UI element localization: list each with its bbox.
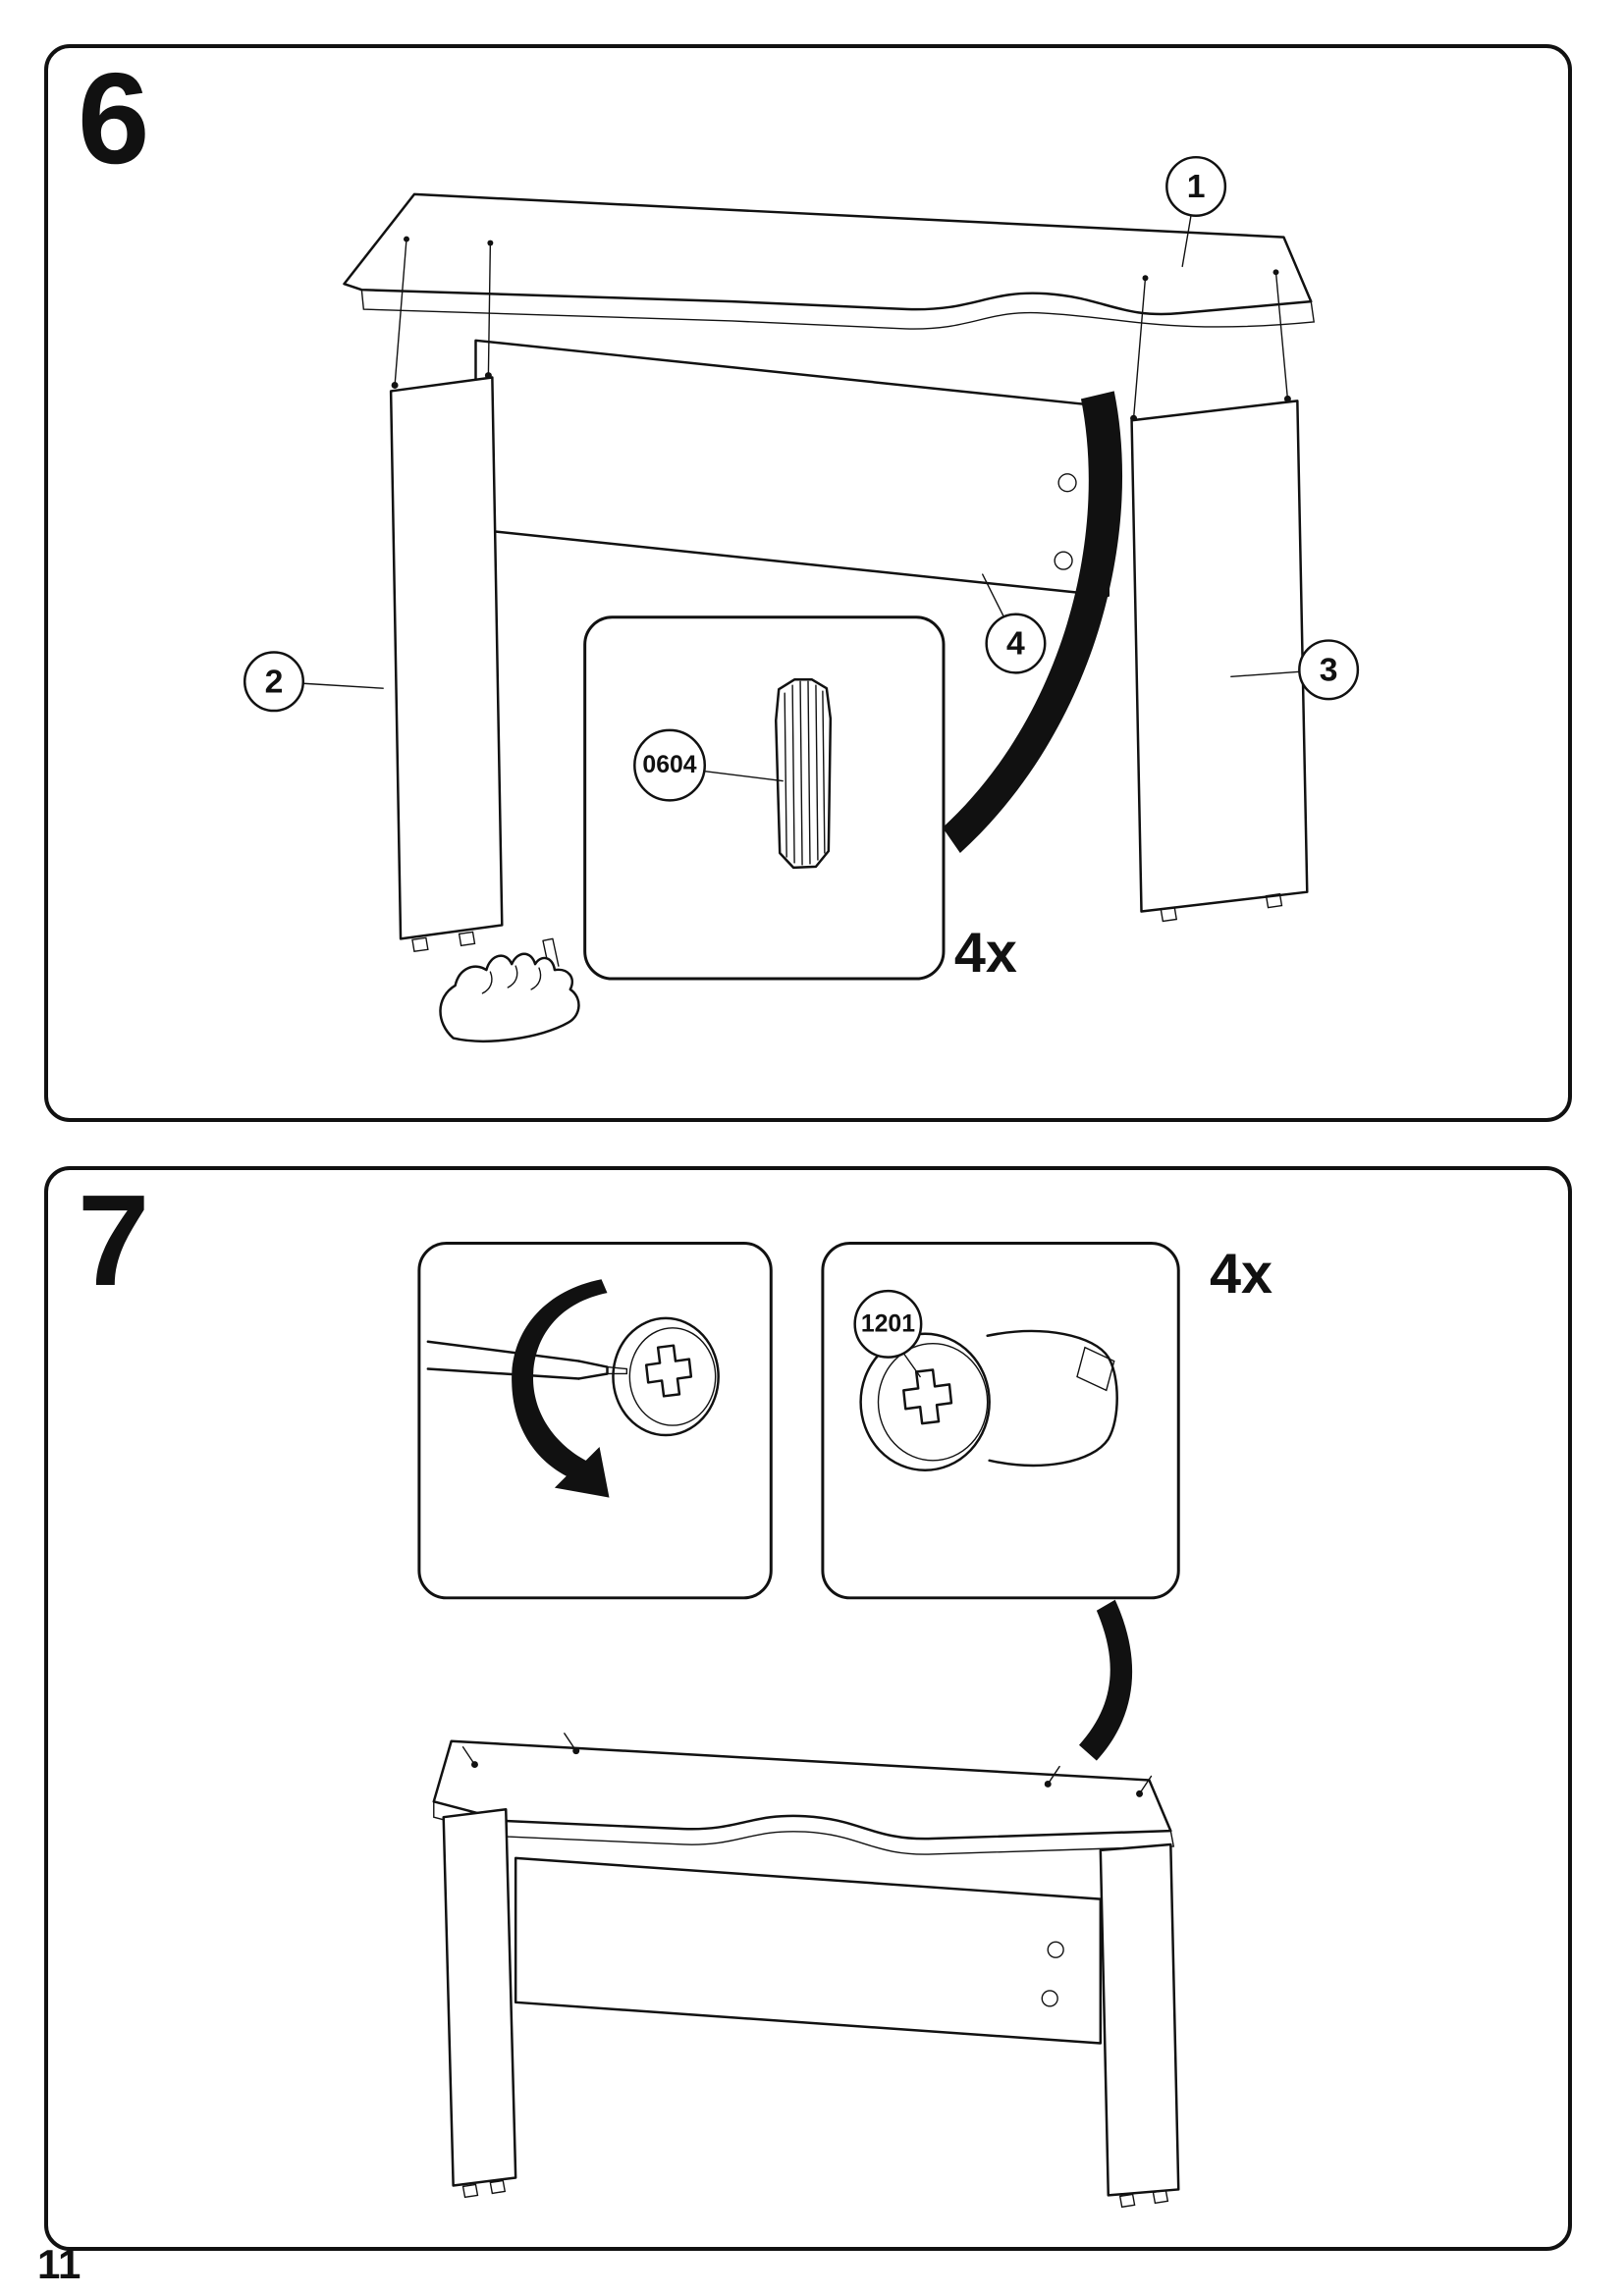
desk-left-side-panel: [389, 376, 504, 953]
callout-2-label: 2: [265, 663, 284, 700]
callout-4-label: 4: [1006, 625, 1025, 663]
step-7-drawing: 1201 4x: [417, 1241, 1272, 2209]
swoosh-arrow-icon: [942, 391, 1123, 853]
desk-right-side-panel: [1130, 400, 1309, 923]
screwdriver-icon: [426, 1340, 628, 1380]
callout-3: [1298, 639, 1360, 701]
step-7-number: 7: [78, 1168, 149, 1312]
step-6-panel: 6: [44, 44, 1572, 1122]
callout-3-leader: [1230, 670, 1301, 677]
desk-left-leg: [442, 1808, 517, 2199]
part-code-badge: [633, 728, 707, 802]
cam-lock-icon: [859, 1329, 1118, 1472]
cam-disc: [612, 1316, 720, 1437]
callout-4: [985, 613, 1047, 674]
desk-top-panel-assembled: [432, 1739, 1175, 1855]
callout-2: [243, 651, 305, 713]
desk-right-leg: [1099, 1842, 1180, 2209]
quantity-step-7: 4x: [1210, 1243, 1272, 1306]
part-code-leader: [703, 770, 784, 782]
desk-back-panel: [474, 339, 1110, 598]
callout-4-leader: [982, 573, 1005, 618]
part-code-0604: 0604: [642, 752, 696, 778]
quantity-step-6: 4x: [954, 922, 1017, 985]
desk-exploded-drawing: [343, 192, 1316, 953]
callout-2-leader: [302, 682, 384, 689]
alignment-guides: [391, 236, 1291, 422]
callouts: 1 2 3 4: [243, 155, 1360, 713]
dowel-inset: 0604: [583, 615, 946, 981]
step-6-drawing: 1 2 3 4: [243, 155, 1360, 1042]
part-code-leader-7: [902, 1352, 921, 1378]
callout-1: [1165, 155, 1227, 217]
rotation-arrow-icon: [512, 1279, 610, 1498]
step-7-panel: 7: [44, 1166, 1572, 2251]
callout-1-label: 1: [1187, 168, 1206, 205]
step-6-number: 6: [78, 46, 149, 190]
camlock-inset: 1201: [821, 1241, 1180, 1600]
part-code-1201: 1201: [861, 1310, 915, 1337]
callout-1-leader: [1181, 214, 1192, 268]
cam-position-marks: [461, 1733, 1153, 1797]
dowel-icon: [774, 678, 833, 870]
screwdriver-inset: [417, 1241, 773, 1600]
page-number: 11: [37, 2241, 81, 2287]
callout-3-label: 3: [1320, 651, 1338, 688]
desk-assembled-drawing: [432, 1733, 1180, 2209]
hand-icon: [439, 937, 580, 1042]
flow-arrow-icon: [1078, 1599, 1133, 1761]
part-code-badge-7: [853, 1289, 923, 1359]
desk-back-panel-assembled: [514, 1856, 1103, 2045]
desk-top-panel: [343, 192, 1316, 330]
